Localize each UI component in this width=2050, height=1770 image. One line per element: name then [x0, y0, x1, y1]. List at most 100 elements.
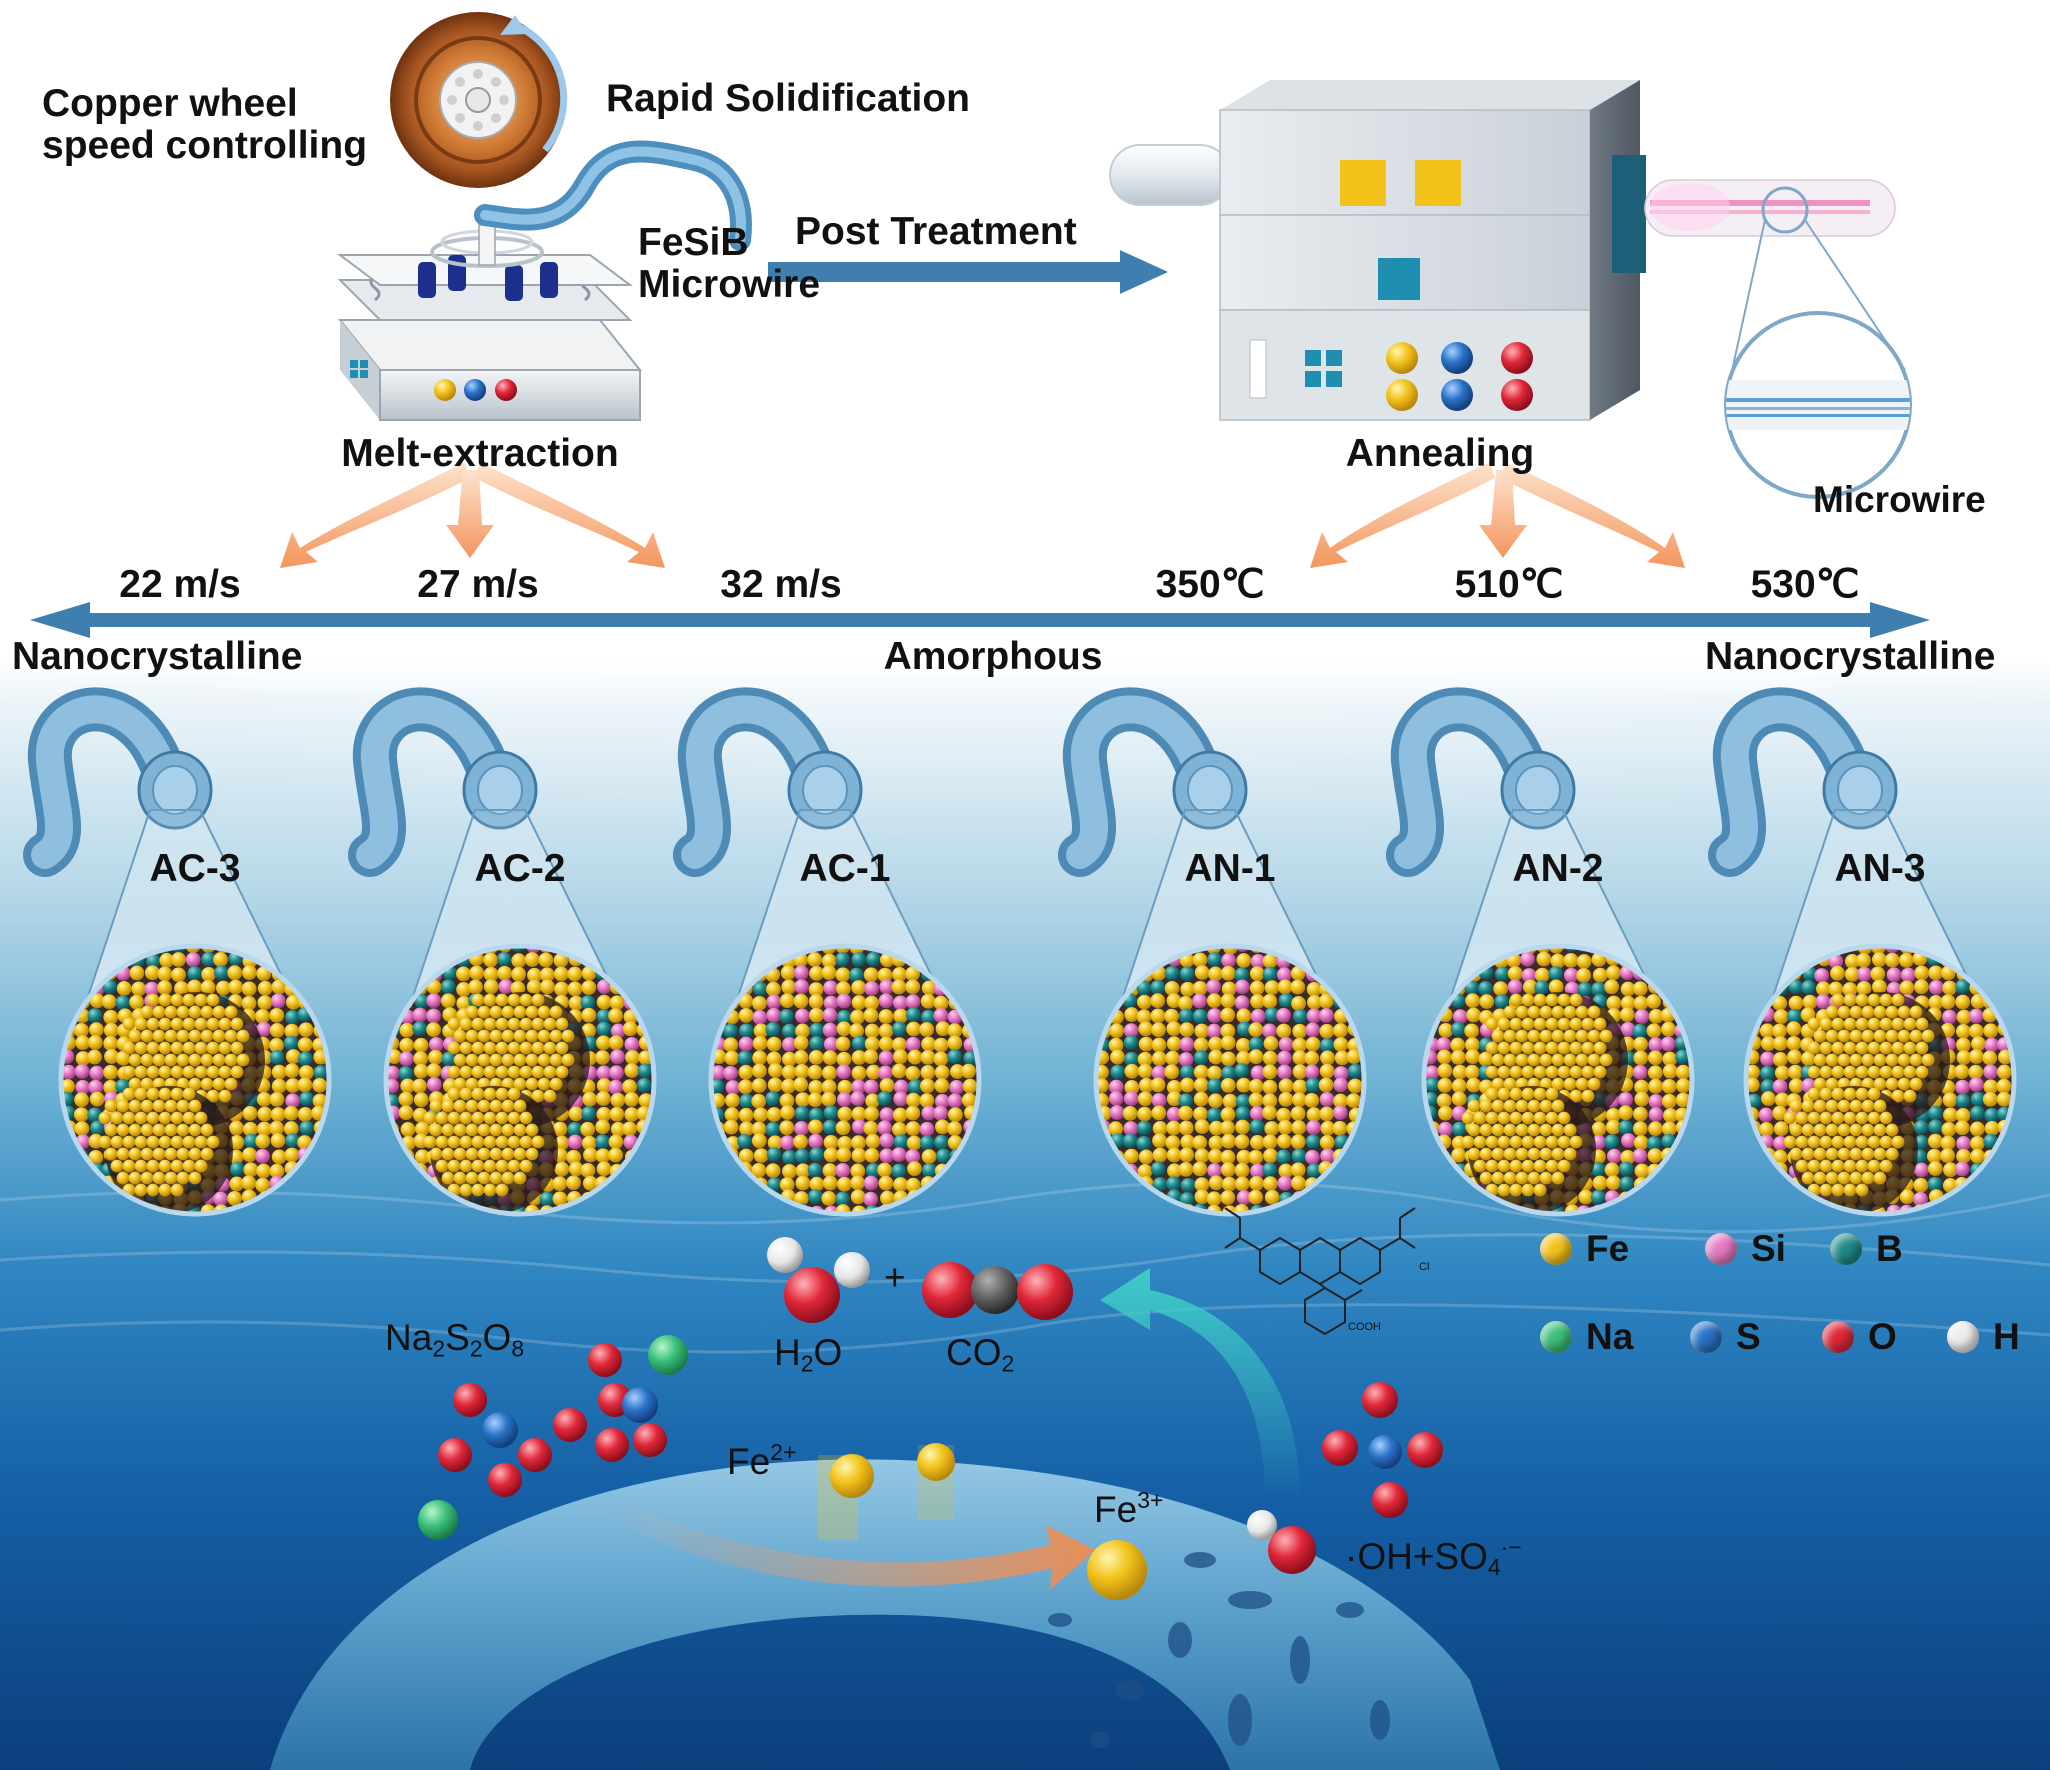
legend-label-s: S: [1736, 1316, 1761, 1357]
co2-co: CO: [946, 1332, 1002, 1373]
legend-item-na: Na: [1540, 1316, 1633, 1358]
h2o-h: H: [774, 1332, 801, 1373]
legend-label-fe: Fe: [1586, 1228, 1630, 1269]
legend-label-o: O: [1868, 1316, 1897, 1357]
amorphous-label: Amorphous: [883, 635, 1103, 678]
radicals-text: ·OH+SO: [1345, 1535, 1488, 1577]
lens-ac-2: [383, 943, 657, 1217]
legend-swatch-si: [1705, 1233, 1737, 1265]
microwire-zoom-bubble: [1724, 186, 1912, 499]
legend-label-si: Si: [1751, 1228, 1786, 1269]
temp-350-label: 350℃: [1155, 563, 1265, 606]
legend-swatch-na: [1540, 1321, 1572, 1353]
copper-wheel-line2: speed controlling: [42, 124, 368, 168]
fe3-label: Fe3+: [1094, 1488, 1163, 1530]
sample-ac-1: [673, 687, 982, 1217]
sample-id-ac-2: AC-2: [474, 847, 566, 890]
co2-label: CO2: [946, 1333, 1014, 1376]
legend-item-fe: Fe: [1540, 1228, 1629, 1270]
fesib-microwire-label: FeSiB Microwire: [638, 221, 821, 307]
copper-wheel-line1: Copper wheel: [42, 82, 298, 125]
dye-cl-label: Cl: [1419, 1261, 1430, 1273]
h2o-o: O: [813, 1332, 843, 1373]
annealing-label: Annealing: [1345, 432, 1535, 475]
legend-swatch-o: [1822, 1321, 1854, 1353]
dye-molecule: [1224, 1207, 1416, 1336]
legend-label-b: B: [1876, 1228, 1903, 1269]
s-symbol: S: [445, 1317, 470, 1358]
annealing-furnace: [1109, 80, 1896, 421]
nanocrystalline-right-label: Nanocrystalline: [1705, 635, 1996, 678]
nanocrystalline-left-label: Nanocrystalline: [12, 635, 303, 678]
copper-wheel-label: Copper wheel speed controlling: [42, 82, 368, 168]
sample-id-an-3: AN-3: [1834, 847, 1926, 890]
legend-swatch-s: [1690, 1321, 1722, 1353]
radicals-label: ·OH+SO4·−: [1345, 1535, 1522, 1580]
persulfate-formula: Na2S2O8: [385, 1318, 524, 1361]
radical-oxidation-arrow: [1100, 1268, 1300, 1500]
sample-id-ac-1: AC-1: [799, 847, 891, 890]
plus-sign: +: [884, 1257, 906, 1298]
legend-item-h: H: [1947, 1316, 2020, 1358]
radical-charge: ·−: [1500, 1534, 1522, 1560]
o-count: 8: [511, 1335, 525, 1362]
copper-wheel: [390, 12, 568, 188]
legend-swatch-b: [1830, 1233, 1862, 1265]
sample-ac-2: [348, 687, 657, 1217]
sample-an-3: [1708, 687, 2017, 1217]
legend-swatch-h: [1947, 1321, 1979, 1353]
speed-fan-arrows: [280, 462, 665, 568]
electron-transfer-arrow: [610, 1500, 1095, 1590]
fe3-ion: [1087, 1540, 1147, 1600]
melt-extraction-label: Melt-extraction: [341, 432, 619, 475]
sample-id-an-1: AN-1: [1184, 847, 1276, 890]
legend-item-b: B: [1830, 1228, 1903, 1270]
rapid-solidification-label: Rapid Solidification: [606, 77, 971, 120]
melt-extraction-machine: [337, 208, 643, 421]
fe2-label: Fe2+: [727, 1440, 796, 1482]
s-count: 2: [469, 1335, 483, 1362]
post-treatment-label: Post Treatment: [795, 210, 1077, 253]
temperature-fan-arrows: [1310, 462, 1685, 568]
legend-swatch-fe: [1540, 1233, 1572, 1265]
fe2-ions: [818, 1443, 955, 1540]
o-symbol: O: [482, 1317, 512, 1358]
temp-530-label: 530℃: [1750, 563, 1860, 606]
fe2-base: Fe: [727, 1440, 771, 1482]
temp-510-label: 510℃: [1454, 563, 1564, 606]
na-count: 2: [432, 1335, 446, 1362]
legend-item-s: S: [1690, 1316, 1761, 1358]
na-symbol: Na: [385, 1317, 433, 1358]
legend-label-na: Na: [1586, 1316, 1634, 1357]
sample-id-ac-3: AC-3: [149, 847, 241, 890]
hydroxyl-radical: [1247, 1510, 1316, 1574]
fe3-base: Fe: [1094, 1488, 1138, 1530]
h2o-label: H2O: [774, 1333, 842, 1376]
speed-32-label: 32 m/s: [720, 563, 842, 606]
dye-cooh-label: COOH: [1348, 1321, 1381, 1333]
sulfate-radical: [1322, 1382, 1443, 1518]
persulfate-molecule: [418, 1335, 688, 1540]
lens-ac-1: [708, 943, 982, 1217]
fe3-charge: 3+: [1137, 1487, 1164, 1513]
sulfate-count: 4: [1487, 1554, 1501, 1581]
microwire-substrate: [270, 1459, 1500, 1770]
legend-item-si: Si: [1705, 1228, 1786, 1270]
fesib-line: FeSiB: [638, 221, 749, 264]
speed-27-label: 27 m/s: [417, 563, 539, 606]
legend-label-h: H: [1993, 1316, 2020, 1357]
structure-axis-arrow: [30, 602, 1930, 638]
fe2-charge: 2+: [770, 1439, 797, 1465]
h2o-count: 2: [800, 1350, 814, 1377]
speed-22-label: 22 m/s: [119, 563, 241, 606]
microwire-line: Microwire: [638, 263, 821, 307]
zoom-microwire-label: Microwire: [1813, 479, 1986, 520]
legend-item-o: O: [1822, 1316, 1897, 1358]
co2-count: 2: [1001, 1350, 1015, 1377]
post-treatment-arrow: [768, 250, 1168, 294]
sample-ac-3: [23, 687, 332, 1217]
sample-id-an-2: AN-2: [1512, 847, 1604, 890]
water-molecule: [767, 1237, 870, 1323]
